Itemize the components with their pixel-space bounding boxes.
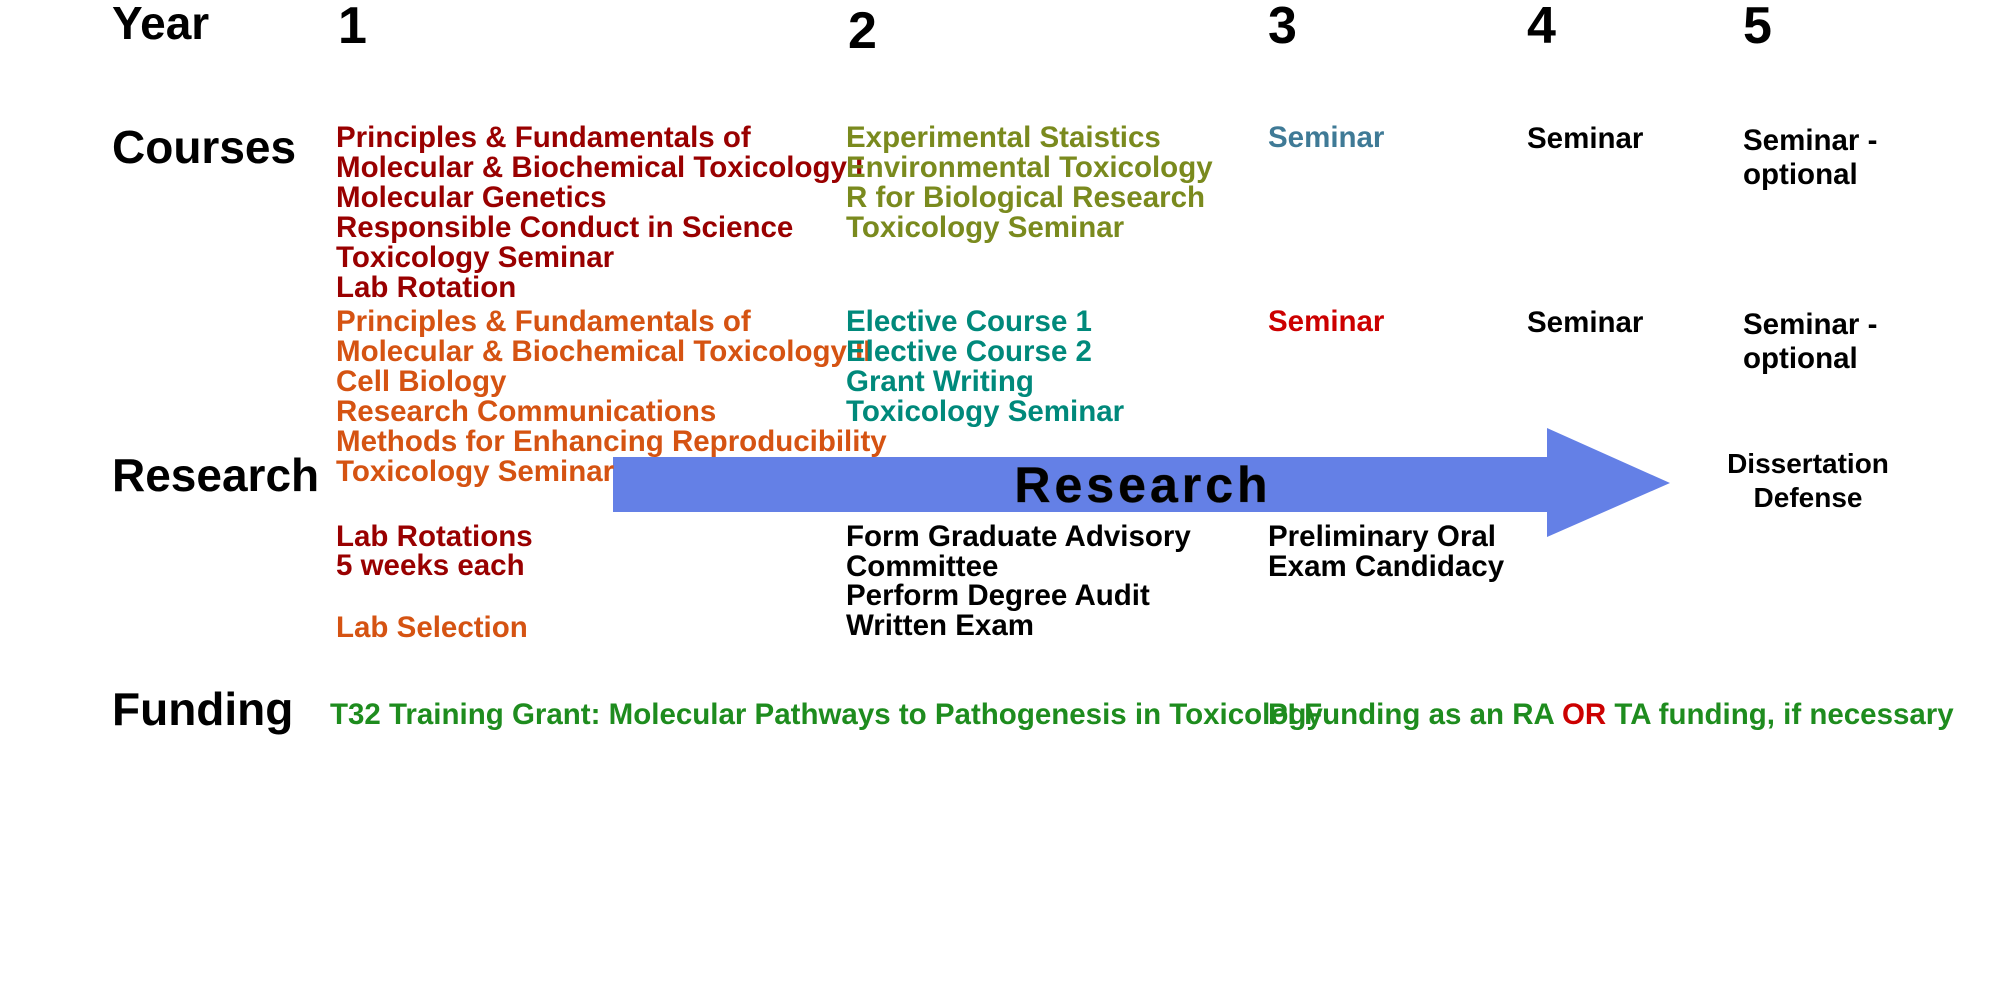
funding-pi-ta: PI Funding as an RA OR TA funding, if ne…: [1268, 700, 1954, 730]
research-arrow-label: Research: [1014, 457, 1271, 513]
research-year2-milestones: Form Graduate Advisory Committee Perform…: [846, 522, 1191, 640]
course-item: Molecular Genetics: [336, 181, 607, 214]
course-item: optional: [1743, 158, 1858, 191]
course-item: optional: [1743, 342, 1858, 375]
courses-sem2-year2-list: Elective Course 1 Elective Course 2 Gran…: [846, 307, 1124, 427]
courses-sem1-year3: Seminar: [1268, 121, 1385, 154]
milestone-item: Preliminary Oral: [1268, 520, 1496, 553]
milestone-item: Defense: [1753, 482, 1863, 513]
course-item: Methods for Enhancing Reproducibility: [336, 425, 887, 458]
course-item: Elective Course 1: [846, 305, 1092, 338]
course-item: Toxicology Seminar: [336, 455, 615, 488]
funding-ta-text: TA funding, if necessary: [1614, 698, 1954, 731]
course-item: Grant Writing: [846, 365, 1034, 398]
courses-sem1-year2-list: Experimental Staistics Environmental Tox…: [846, 123, 1213, 243]
courses-sem1-year1-list: Principles & Fundamentals of Molecular &…: [336, 123, 863, 303]
milestone-item: Written Exam: [846, 608, 1034, 642]
course-item: Toxicology Seminar: [846, 395, 1125, 428]
research-year5-dissertation-defense: Dissertation Defense: [1720, 447, 1896, 515]
milestone-item: 5 weeks each: [336, 549, 525, 582]
course-item: Seminar -: [1743, 124, 1878, 157]
year-1-header: 1: [338, 0, 367, 55]
courses-sem1-year5: Seminar - optional: [1743, 124, 1877, 192]
milestone-item: Dissertation: [1727, 448, 1889, 479]
funding-row-label: Funding: [112, 683, 294, 735]
course-item: Cell Biology: [336, 365, 507, 398]
course-item: Research Communications: [336, 395, 717, 428]
courses-sem1-year4: Seminar: [1527, 122, 1644, 155]
courses-row-label: Courses: [112, 121, 297, 173]
year-5-header: 5: [1743, 0, 1772, 55]
year-header-label: Year: [112, 0, 210, 49]
year-2-header: 2: [848, 2, 877, 60]
course-item: Experimental Staistics: [846, 121, 1161, 154]
course-item: Principles & Fundamentals of: [336, 121, 751, 154]
course-item: Responsible Conduct in Science: [336, 211, 794, 244]
courses-sem2-year5: Seminar - optional: [1743, 308, 1877, 376]
milestone-item: Form Graduate Advisory: [846, 520, 1191, 553]
milestone-item: Exam Candidacy: [1268, 550, 1505, 583]
courses-sem2-year1-list: Principles & Fundamentals of Molecular &…: [336, 307, 887, 487]
milestone-item: Perform Degree Audit: [846, 579, 1150, 612]
research-year1-rotations: Lab Rotations 5 weeks each: [336, 520, 533, 582]
course-item: Toxicology Seminar: [336, 241, 615, 274]
course-item: Molecular & Biochemical Toxicology I: [336, 151, 864, 184]
course-item: Molecular & Biochemical Toxicology II: [336, 335, 872, 368]
funding-t32-grant: T32 Training Grant: Molecular Pathways t…: [330, 698, 1323, 731]
course-item: Elective Course 2: [846, 335, 1092, 368]
course-item: Environmental Toxicology: [846, 151, 1213, 184]
research-arrow-shape: [613, 428, 1670, 537]
courses-sem2-year3: Seminar: [1268, 305, 1385, 338]
milestone-item: Lab Rotations: [336, 520, 533, 553]
course-item: Toxicology Seminar: [846, 211, 1125, 244]
year-3-header: 3: [1268, 0, 1297, 55]
milestone-item: Committee: [846, 549, 999, 583]
year-4-header: 4: [1527, 0, 1556, 55]
funding-pi-text: PI Funding as an RA: [1268, 698, 1554, 731]
courses-sem2-year4: Seminar: [1527, 306, 1644, 339]
course-item: Principles & Fundamentals of: [336, 305, 751, 338]
research-year1-selection: Lab Selection: [336, 611, 528, 644]
course-item: Seminar -: [1743, 308, 1878, 341]
course-item: R for Biological Research: [846, 181, 1206, 214]
funding-or-text: OR: [1561, 698, 1607, 731]
research-year3-milestones: Preliminary Oral Exam Candidacy: [1268, 522, 1504, 582]
research-row-label: Research: [112, 449, 320, 501]
course-item: Lab Rotation: [336, 271, 517, 304]
